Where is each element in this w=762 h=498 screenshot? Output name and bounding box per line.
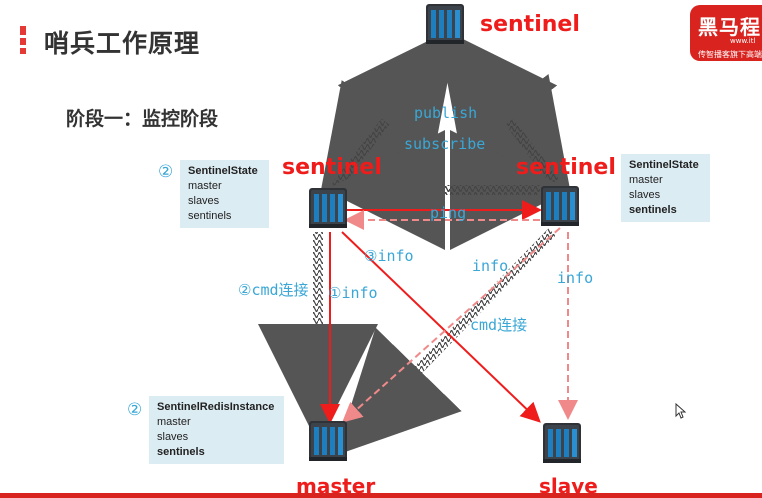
page-title: 哨兵工作原理 — [44, 29, 201, 58]
box-sentinel-state-left: SentinelState master slaves sentinels — [180, 160, 269, 228]
server-icon-master — [309, 421, 347, 461]
brand-logo: 黑马程 www.itl 传智播客旗下高端 — [690, 5, 762, 61]
label-cmd-right: cmd连接 — [470, 316, 528, 334]
label-publish: publish — [414, 104, 478, 122]
label-sentinel-right: sentinel — [516, 155, 616, 180]
info-links-dashed — [342, 210, 578, 423]
box-bottom-number: ② — [127, 400, 143, 420]
label-sentinel-top: sentinel — [480, 12, 580, 37]
footer-bar — [0, 493, 762, 498]
title-accent-bar — [20, 26, 26, 35]
label-info-right-vert: info — [557, 269, 594, 287]
server-icon-sentinel-top — [426, 4, 464, 44]
label-cmd-left: ②cmd连接 — [238, 281, 309, 299]
box-sentinel-redis-instance: SentinelRedisInstance master slaves sent… — [149, 396, 284, 464]
label-sentinel-left: sentinel — [282, 155, 382, 180]
cmd-links — [258, 228, 556, 456]
box-left-number: ② — [158, 162, 174, 182]
box-sentinel-state-right: SentinelState master slaves sentinels — [621, 154, 710, 222]
label-ping: ping — [430, 204, 467, 222]
label-info-1: ①info — [328, 284, 378, 302]
server-icon-sentinel-right — [541, 186, 579, 226]
label-info-right-diag: info — [472, 257, 509, 275]
title-accent-bar — [20, 38, 26, 45]
info-links-solid — [320, 200, 542, 424]
title-accent-bar — [20, 48, 26, 54]
label-info-3: ③info — [364, 247, 414, 265]
server-icon-slave — [543, 423, 581, 463]
pubsub-links — [316, 26, 574, 250]
cursor-icon — [675, 402, 687, 419]
stage-label: 阶段一：监控阶段 — [66, 108, 219, 130]
label-subscribe: subscribe — [404, 135, 486, 153]
server-icon-sentinel-left — [309, 188, 347, 228]
